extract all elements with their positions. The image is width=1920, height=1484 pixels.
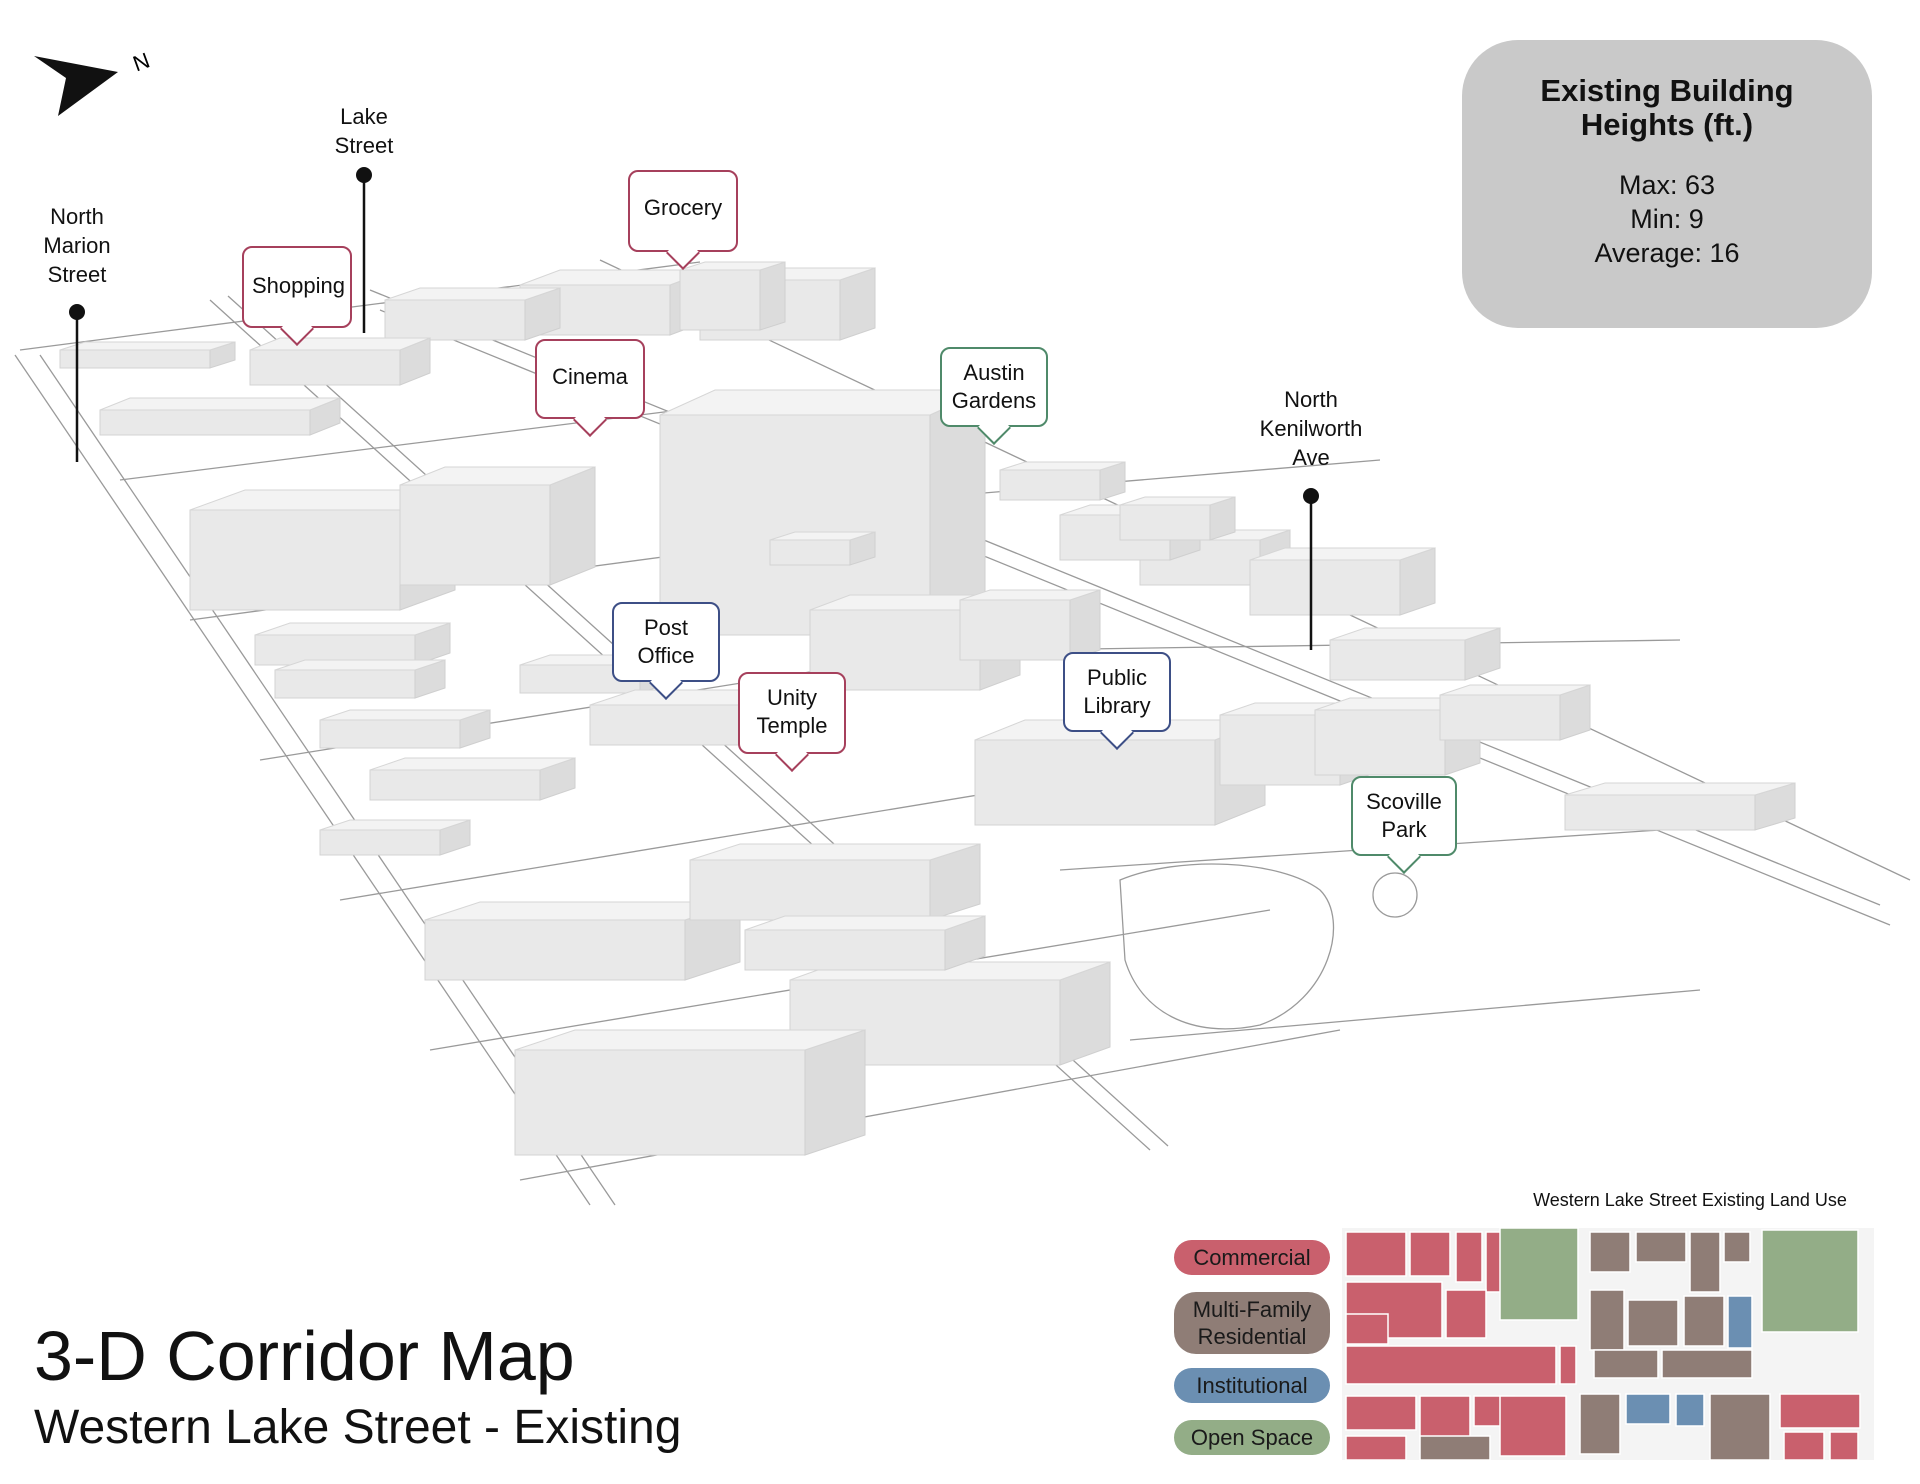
street-label-north-kenilworth: North Kenilworth Ave [1259, 387, 1363, 470]
building [744, 915, 986, 971]
land-use-block [1589, 1289, 1625, 1351]
max-height: Max: 63 [1618, 170, 1716, 200]
land-use-block [1829, 1431, 1859, 1461]
land-use-block [1723, 1231, 1751, 1263]
road-line [14, 354, 591, 1206]
building [769, 531, 876, 566]
building-massing [59, 261, 1796, 1156]
building [974, 719, 1266, 826]
callout-shopping[interactable]: Shopping [242, 246, 352, 328]
land-use-block [1661, 1349, 1753, 1379]
land-use-block [1727, 1295, 1753, 1349]
land-use-block [1783, 1431, 1825, 1461]
land-use-block [1345, 1395, 1417, 1431]
building [369, 757, 576, 801]
legend-commercial: Commercial [1174, 1240, 1330, 1275]
land-use-block [1593, 1349, 1659, 1379]
building [399, 466, 596, 586]
callout-scoville-park[interactable]: Scoville Park [1351, 776, 1457, 856]
building [59, 341, 236, 369]
building [384, 287, 561, 341]
building [319, 709, 491, 749]
callout-unity-temple[interactable]: Unity Temple [738, 672, 846, 754]
land-use-block [1345, 1345, 1557, 1385]
land-use-block [1345, 1435, 1407, 1461]
land-use-block [1345, 1231, 1407, 1277]
north-arrow-icon: N [34, 47, 153, 116]
land-use-block [1635, 1231, 1687, 1263]
land-use-block [1761, 1229, 1859, 1333]
land-use-block [1689, 1231, 1721, 1293]
callout-grocery[interactable]: Grocery [628, 170, 738, 252]
building [1329, 627, 1501, 681]
building [959, 589, 1101, 661]
building [514, 1029, 866, 1156]
land-use-block [1455, 1231, 1483, 1283]
land-use-block [1445, 1289, 1487, 1339]
building [249, 337, 431, 386]
street-label-north-marion: North Marion Street [43, 204, 111, 287]
land-use-block [1779, 1393, 1861, 1429]
legend-multi-family: Multi-Family Residential [1174, 1292, 1330, 1354]
land-use-mini-map [1342, 1227, 1874, 1461]
legend-institutional: Institutional [1174, 1368, 1330, 1403]
building [1119, 496, 1236, 541]
land-use-block [1625, 1393, 1671, 1425]
building [254, 622, 451, 666]
land-use-block [1709, 1393, 1771, 1461]
building [689, 843, 981, 921]
legend-open-space: Open Space [1174, 1420, 1330, 1455]
land-use-block [1589, 1231, 1631, 1273]
land-use-block [1345, 1313, 1389, 1345]
callout-public-library[interactable]: Public Library [1063, 652, 1171, 732]
building [319, 819, 471, 856]
land-use-title: Western Lake Street Existing Land Use [1533, 1190, 1847, 1210]
land-use-block [1499, 1395, 1567, 1457]
callout-post-office[interactable]: Post Office [612, 602, 720, 682]
land-use-block [1409, 1231, 1451, 1277]
building [1249, 547, 1436, 616]
north-letter: N [130, 47, 153, 76]
building-heights-title: Existing Building Heights (ft.) [1540, 73, 1794, 142]
scoville-park-grounds [1059, 829, 1701, 1041]
land-use-block [1419, 1435, 1491, 1461]
building [424, 901, 741, 981]
land-use-block [1499, 1227, 1579, 1321]
map-subtitle: Western Lake Street - Existing [34, 1401, 682, 1454]
land-use-block [1675, 1393, 1705, 1427]
road-line [119, 399, 761, 481]
map-title: 3-D Corridor Map [34, 1317, 575, 1395]
callout-austin-gardens[interactable]: Austin Gardens [940, 347, 1048, 427]
average-height: Average: 16 [1594, 238, 1740, 268]
land-use-block [1627, 1299, 1679, 1347]
building [1439, 684, 1591, 741]
building [679, 261, 786, 331]
building [1564, 782, 1796, 831]
land-use-block [1559, 1345, 1577, 1385]
land-use-block [1683, 1295, 1725, 1347]
building [99, 397, 341, 436]
building-heights-panel: Existing Building Heights (ft.) Max: 63 … [1462, 40, 1872, 328]
street-pins [69, 167, 1319, 650]
land-use-block [1579, 1393, 1621, 1455]
building [659, 389, 986, 636]
callout-cinema[interactable]: Cinema [535, 339, 645, 419]
street-label-lake: Lake Street [334, 104, 394, 158]
building [999, 461, 1126, 501]
building [274, 659, 446, 699]
min-height: Min: 9 [1630, 204, 1704, 234]
